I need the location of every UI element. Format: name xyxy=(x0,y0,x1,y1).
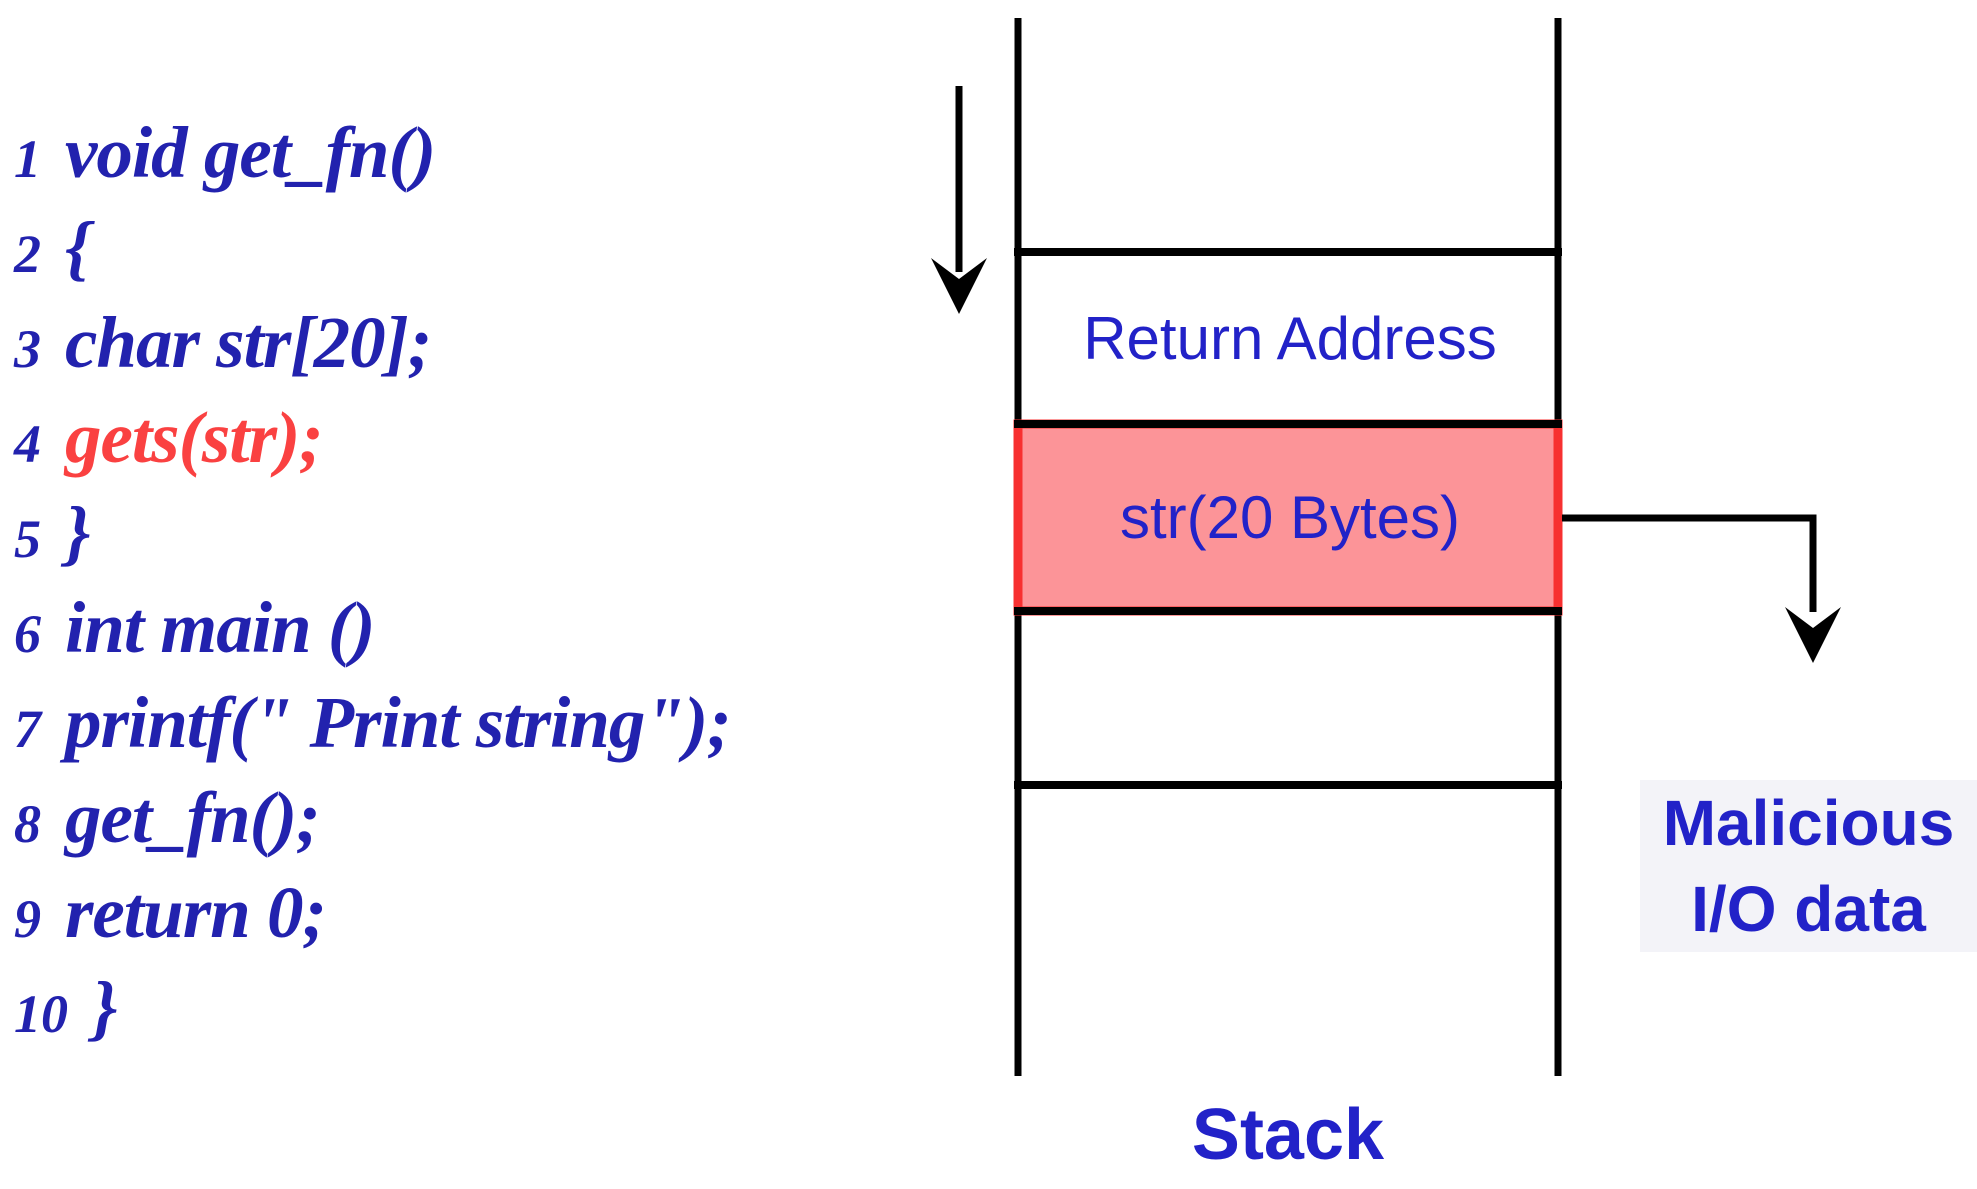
code-line-text: char str[20]; xyxy=(65,302,432,383)
malicious-io-line2: I/O data xyxy=(1691,873,1926,945)
code-line-number: 7 xyxy=(14,699,41,759)
code-line-number: 6 xyxy=(14,604,41,664)
stack-growth-arrow-icon xyxy=(931,86,987,314)
code-line: 3 char str[20]; xyxy=(14,306,731,401)
str-buffer-cell xyxy=(1013,419,1563,616)
code-line-number: 4 xyxy=(14,414,41,474)
code-line: 10 } xyxy=(14,971,731,1066)
code-line-number: 8 xyxy=(14,794,41,854)
code-line-number: 1 xyxy=(14,129,41,189)
code-line-number: 2 xyxy=(14,224,41,284)
code-line-text: int main () xyxy=(65,587,375,668)
stack-caption: Stack xyxy=(1191,1095,1385,1175)
code-line-text: get_fn(); xyxy=(65,777,321,858)
code-block: 1 void get_fn() 2 { 3 char str[20]; 4 ge… xyxy=(14,116,732,1066)
code-line-number: 3 xyxy=(14,319,41,379)
code-line-text: } xyxy=(92,967,117,1048)
overflow-arrow-icon xyxy=(1562,514,1841,663)
malicious-io-annotation: Malicious I/O data xyxy=(1640,780,1977,952)
code-line: 6 int main () xyxy=(14,591,731,686)
code-line-text: printf(" Print string"); xyxy=(65,682,732,763)
code-line: 5 } xyxy=(14,496,731,591)
code-line-text: return 0; xyxy=(65,872,327,953)
code-line-text: void get_fn() xyxy=(65,112,436,193)
code-line-number: 10 xyxy=(14,984,68,1044)
code-line: 4 gets(str); xyxy=(14,401,731,496)
code-line: 9 return 0; xyxy=(14,876,731,971)
str-buffer-label: str(20 Bytes) xyxy=(1119,484,1461,551)
code-line-text: { xyxy=(65,207,90,288)
code-line-text: gets(str); xyxy=(65,397,324,478)
code-line-number: 5 xyxy=(14,509,41,569)
code-line-number: 9 xyxy=(14,889,41,949)
malicious-io-line1: Malicious xyxy=(1662,787,1955,859)
code-line-text: } xyxy=(65,492,90,573)
code-line: 1 void get_fn() xyxy=(14,116,731,211)
code-line: 2 { xyxy=(14,211,731,306)
code-line: 7 printf(" Print string"); xyxy=(14,682,732,781)
return-address-label: Return Address xyxy=(1083,304,1497,372)
code-line: 8 get_fn(); xyxy=(14,781,731,876)
